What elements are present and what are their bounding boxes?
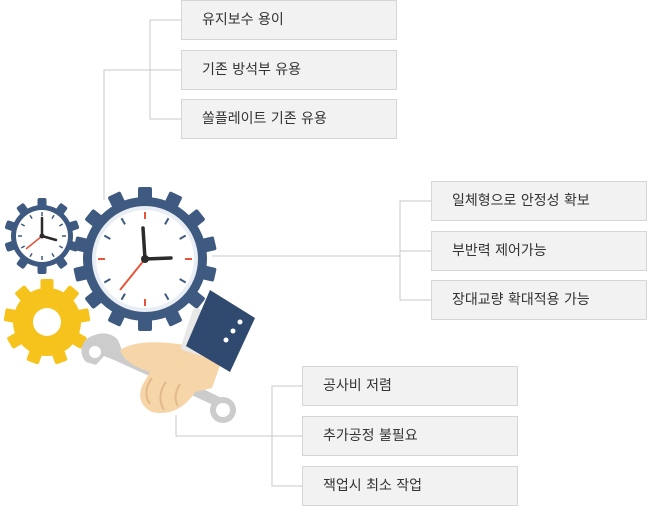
benefit-box: 잭업시 최소 작업	[302, 466, 518, 506]
benefit-box: 유지보수 용이	[181, 0, 397, 40]
clock-tick	[120, 217, 126, 225]
clock-tick	[58, 223, 64, 227]
gear-tooth	[37, 198, 47, 207]
benefit-box: 장대교량 확대적용 가능	[431, 280, 647, 320]
clock-tick	[51, 252, 55, 258]
clock-tick	[120, 293, 126, 301]
clock-tick	[164, 217, 170, 225]
clock-tick	[179, 234, 187, 240]
gear-tooth	[138, 319, 152, 331]
benefit-box: 공사비 저렴	[302, 366, 518, 406]
group1-link-line	[103, 69, 150, 200]
benefit-box: 추가공정 불필요	[302, 416, 518, 456]
benefit-box: 일체형으로 안정성 확보	[431, 181, 647, 221]
clock-tick	[103, 234, 111, 240]
gear-tooth	[37, 265, 47, 274]
hand-holding-wrench-icon	[81, 290, 255, 423]
clock-tick	[20, 245, 26, 249]
gear-tooth	[138, 187, 152, 199]
clock-tick	[103, 278, 111, 284]
group3-link-line	[175, 415, 272, 437]
yellow-gear-icon	[3, 279, 91, 365]
gear-tooth	[40, 279, 54, 290]
benefit-box: 쏠플레이트 기존 유용	[181, 99, 397, 139]
clock-tick	[58, 245, 64, 249]
clock-tick	[179, 278, 187, 284]
benefit-box: 부반력 제어가능	[431, 231, 647, 271]
clock-tick	[29, 252, 33, 258]
clock-tick	[164, 293, 170, 301]
small-gear-clock-icon	[4, 198, 80, 274]
benefit-box: 기존 방석부 유용	[181, 50, 397, 90]
clock-tick	[29, 214, 33, 220]
clock-tick	[51, 214, 55, 220]
large-gear-clock-icon	[73, 187, 217, 331]
clock-tick	[20, 223, 26, 227]
